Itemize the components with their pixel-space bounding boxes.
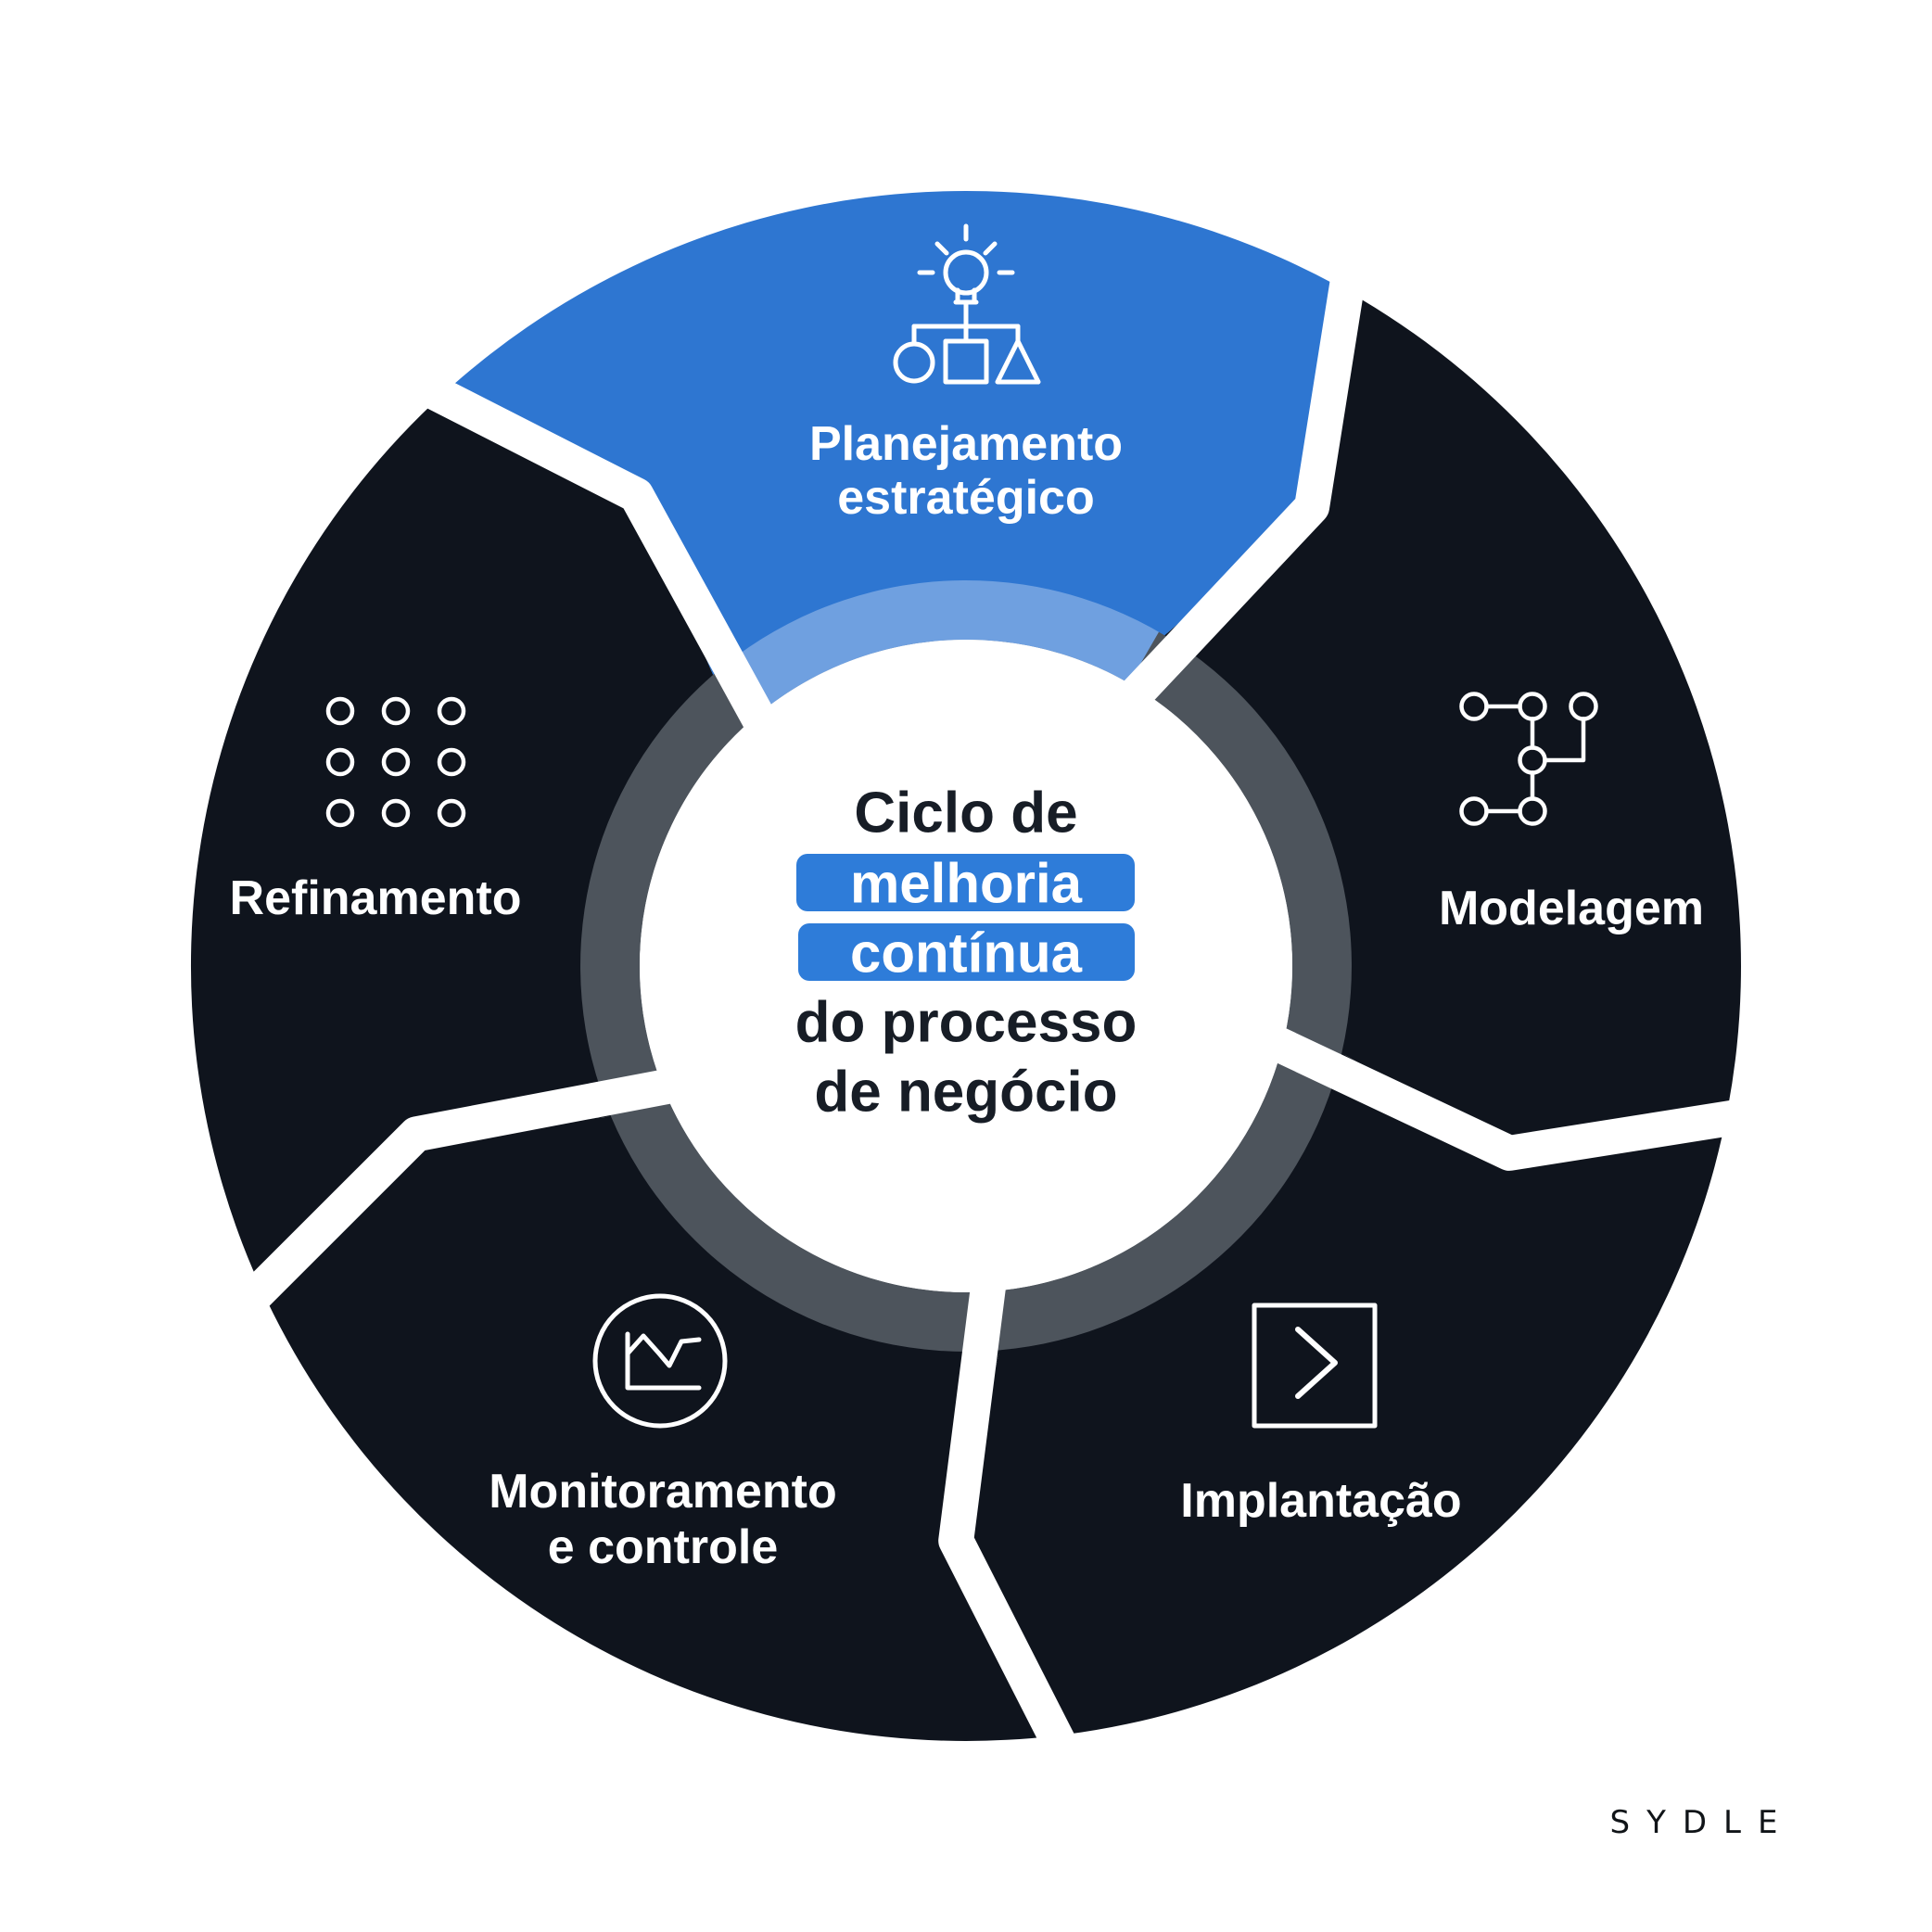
segment-refinamento bbox=[190, 403, 714, 1300]
divider-implantacao-monitoramento bbox=[938, 1257, 1087, 1776]
lightbulb-orgchart-icon bbox=[893, 223, 1041, 385]
label-monitoramento-line2: e controle bbox=[548, 1520, 779, 1574]
segment-modelagem bbox=[1164, 285, 1741, 1153]
divider-planejamento-modelagem bbox=[1104, 252, 1369, 726]
segment-monitoramento-e-controle bbox=[266, 1116, 1068, 1741]
center-highlight-melhoria: melhoria bbox=[850, 853, 1083, 915]
divider-modelagem-implantacao bbox=[1245, 1016, 1764, 1171]
center-title-line2: do processo bbox=[795, 991, 1138, 1055]
segment-planejamento-estrategico bbox=[432, 190, 1336, 676]
line-chart-circle-icon bbox=[592, 1293, 728, 1429]
divider-monitoramento-refinamento bbox=[223, 1063, 698, 1327]
label-planejamento-line1: Planejamento bbox=[809, 417, 1123, 471]
center-title-line3: de negócio bbox=[814, 1061, 1117, 1125]
label-refinamento: Refinamento bbox=[230, 871, 522, 925]
dots-grid-icon bbox=[325, 696, 466, 828]
highlight-badge-continua bbox=[798, 923, 1135, 981]
label-implantacao: Implantação bbox=[1180, 1474, 1461, 1528]
segment-divider-gaps bbox=[223, 252, 1764, 1776]
center-highlight-continua: contínua bbox=[850, 922, 1083, 985]
divider-refinamento-planejamento bbox=[401, 363, 789, 753]
flow-nodes-icon bbox=[1459, 692, 1598, 826]
label-planejamento-line2: estratégico bbox=[837, 471, 1094, 525]
label-modelagem: Modelagem bbox=[1439, 882, 1704, 935]
highlight-badge-melhoria bbox=[796, 854, 1135, 911]
segment-implantacao bbox=[956, 1052, 1728, 1735]
label-monitoramento-line1: Monitoramento bbox=[489, 1465, 837, 1519]
center-title-line1: Ciclo de bbox=[854, 782, 1077, 845]
sydle-logo: SYDLE bbox=[1610, 1804, 1795, 1841]
inner-blue-glow-arc bbox=[726, 577, 1161, 709]
play-square-icon bbox=[1252, 1303, 1378, 1429]
